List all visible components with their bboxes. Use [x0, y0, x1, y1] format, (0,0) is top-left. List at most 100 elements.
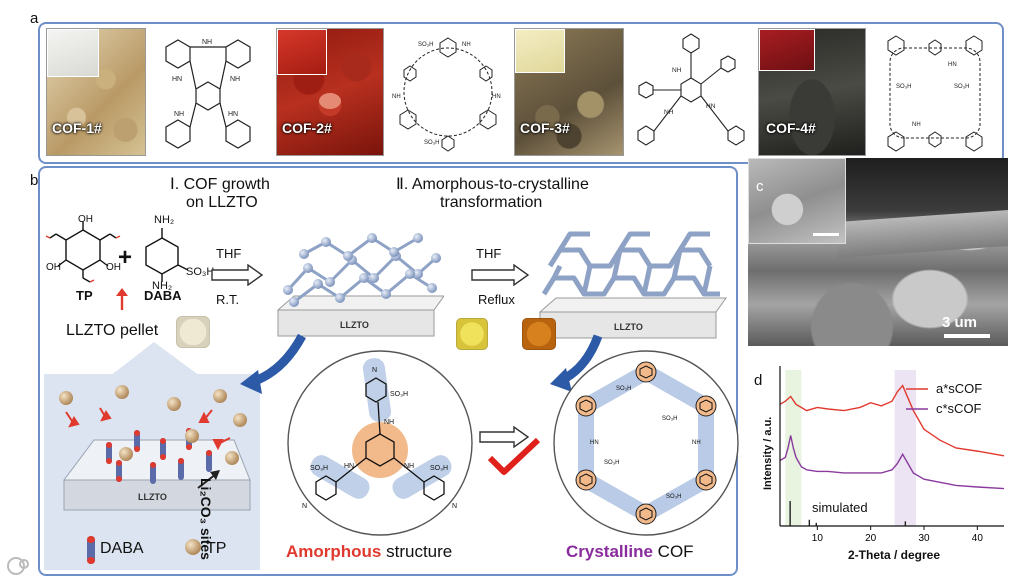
svg-text:SO₃H: SO₃H: [896, 84, 911, 90]
svg-text:LLZTO: LLZTO: [138, 492, 167, 502]
panel-d-letter: d: [754, 372, 763, 389]
panel-b-letter: b: [30, 172, 39, 189]
legend-asCOF: a*sCOF: [936, 381, 983, 396]
svg-text:SO₃H: SO₃H: [954, 84, 969, 90]
panel-c-letter: c: [756, 178, 764, 195]
svg-text:SO₃H: SO₃H: [390, 391, 408, 398]
series-line-a*sCOF: [779, 384, 1005, 457]
svg-text:HN: HN: [948, 62, 957, 68]
svg-text:N: N: [302, 503, 307, 510]
cof3-photo: [514, 28, 624, 156]
xrd-xlabel: 2-Theta / degree: [848, 548, 941, 562]
tp-label: TP: [76, 288, 93, 303]
sem-inset: [748, 158, 846, 244]
step2-title-line1: Ⅱ. Amorphous-to-crystalline: [396, 176, 589, 193]
svg-text:SO₃H: SO₃H: [666, 494, 681, 500]
daba-so3h: SO₃H: [186, 266, 215, 278]
svg-text:LLZTO: LLZTO: [340, 320, 369, 330]
tp-oh-right: OH: [106, 262, 121, 273]
cond1-top: THF: [216, 246, 242, 261]
llzto-pellet-photo: [176, 316, 210, 348]
svg-text:SO₃H: SO₃H: [424, 140, 439, 146]
crystalline-framework: LLZTO: [538, 231, 727, 339]
svg-text:HN: HN: [172, 76, 182, 83]
cof1-label: COF-1#: [52, 120, 102, 136]
amorphous-pellet-photo: [456, 318, 488, 350]
svg-text:HN: HN: [706, 103, 716, 110]
cof1-inset: [47, 29, 99, 77]
svg-text:LLZTO: LLZTO: [614, 322, 643, 332]
svg-text:SO₃H: SO₃H: [616, 386, 631, 392]
red-up-arrow: [116, 288, 128, 310]
amorphous-word: Amorphous: [286, 542, 382, 561]
tp-oh-left: OH: [46, 262, 61, 273]
sem-image: [748, 158, 1008, 346]
cof4-inset: [759, 29, 815, 71]
cof2-disc: [319, 93, 341, 109]
li2co3-pointer-arrow: [197, 470, 220, 489]
cof2-inset: [277, 29, 327, 75]
callout-triangle: [110, 342, 200, 376]
llzto-pellet-label: LLZTO pellet: [66, 322, 159, 339]
cof3-label: COF-3#: [520, 120, 570, 136]
cof3-inset: [515, 29, 565, 73]
svg-text:SO₃H: SO₃H: [604, 460, 619, 466]
svg-text:NH: NH: [202, 39, 212, 46]
svg-text:NH: NH: [230, 76, 240, 83]
cond2-top: THF: [476, 246, 502, 261]
step1-title-line2: on LLZTO: [186, 194, 258, 211]
sem-top-layer: [838, 210, 1008, 258]
x-tick-label-20: 20: [865, 533, 877, 544]
check-mark-icon: [487, 437, 541, 475]
tp-molecule: [45, 222, 121, 283]
x-tick-label-40: 40: [972, 533, 984, 544]
svg-text:NH: NH: [664, 109, 674, 116]
watermark-logo: [6, 556, 130, 580]
svg-text:NH: NH: [174, 111, 184, 118]
reaction-arrow-1: [211, 264, 264, 286]
tp-legend-icon: [185, 539, 201, 555]
svg-text:HN: HN: [492, 94, 501, 100]
tp-oh-top: OH: [78, 214, 93, 225]
sem-inset-scale-bar: [813, 233, 839, 236]
crystalline-word: Crystalline: [566, 542, 653, 561]
legend-line-asCOF: [906, 388, 928, 390]
svg-text:HN: HN: [590, 440, 599, 446]
tp-spheres-scatter: [59, 385, 247, 465]
cof2-label: COF-2#: [282, 120, 332, 136]
sem-scale-bar: [944, 334, 990, 338]
cond2-bottom: Reflux: [478, 292, 515, 307]
blue-curved-arrow-2: [550, 334, 603, 392]
open-arrow-3: [479, 426, 530, 448]
svg-text:SO₃H: SO₃H: [430, 465, 448, 472]
series-line-c*sCOF: [779, 435, 1005, 490]
amorphous-rest: structure: [381, 542, 453, 561]
svg-text:NH: NH: [462, 42, 471, 48]
crystalline-pellet-photo: [522, 318, 556, 350]
x-tick-label-30: 30: [918, 533, 930, 544]
legend-csCOF: c*sCOF: [936, 401, 982, 416]
blue-curved-arrow-1: [240, 333, 306, 394]
crystalline-caption: Crystalline COF: [566, 542, 694, 562]
legend-line-csCOF: [906, 408, 928, 410]
amorphous-caption: Amorphous structure: [286, 542, 452, 562]
svg-text:N: N: [372, 367, 377, 374]
svg-text:N: N: [452, 503, 457, 510]
xrd-chart: 10 20 30 40: [779, 366, 1005, 544]
cof1-photo: [46, 28, 146, 156]
legend-daba-label: DABA: [100, 540, 144, 557]
x-tick-label-10: 10: [812, 533, 824, 544]
cof4-label: COF-4#: [766, 120, 816, 136]
sem-scale-label: 3 um: [942, 314, 978, 331]
cof4-photo: [758, 28, 866, 156]
legend-tp-label: TP: [206, 540, 227, 557]
reaction-arrow-2: [471, 264, 530, 286]
svg-text:NH: NH: [392, 94, 401, 100]
svg-text:NH: NH: [384, 419, 394, 426]
svg-text:NH: NH: [404, 463, 414, 470]
